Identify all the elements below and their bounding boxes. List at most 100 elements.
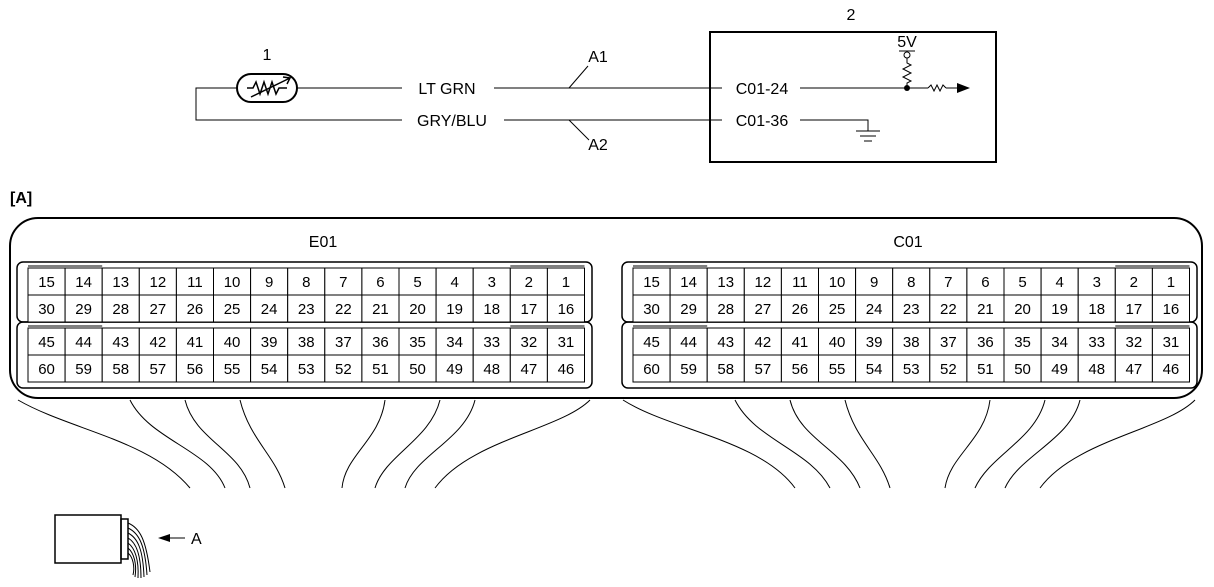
pin-number: 42 bbox=[755, 334, 772, 351]
connector-name-c01: C01 bbox=[893, 234, 922, 251]
pin-number: 39 bbox=[866, 334, 883, 351]
pin-cell bbox=[138, 327, 177, 356]
module-number: 2 bbox=[847, 7, 856, 24]
pin-cell bbox=[1040, 294, 1079, 323]
pin-number: 55 bbox=[829, 361, 846, 378]
pin-cell bbox=[435, 294, 474, 323]
pin-cell bbox=[855, 327, 894, 356]
pin-number: 30 bbox=[643, 301, 660, 318]
pin-number: 4 bbox=[1055, 274, 1063, 291]
pin-cell bbox=[398, 354, 437, 383]
pin-number: 51 bbox=[977, 361, 994, 378]
pin-number: 2 bbox=[1130, 274, 1138, 291]
pin-number: 48 bbox=[1088, 361, 1105, 378]
voltage-label: 5V bbox=[897, 34, 917, 51]
pin-cell bbox=[27, 327, 66, 356]
pin-cell bbox=[101, 267, 140, 296]
pin-cell bbox=[250, 294, 289, 323]
pin-cell bbox=[1040, 327, 1079, 356]
pin-cell bbox=[1077, 267, 1116, 296]
schematic: 1 LT GRN A1 GRY/BLU A2 2 C01-24 C01-36 5… bbox=[195, 7, 997, 163]
pin-cell bbox=[546, 294, 586, 323]
thermistor-zigzag-icon bbox=[247, 79, 287, 97]
pin-number: 9 bbox=[265, 274, 273, 291]
pin-cell bbox=[138, 354, 177, 383]
pin-number: 10 bbox=[224, 274, 241, 291]
pin-number: 34 bbox=[446, 334, 463, 351]
pin-cell bbox=[1151, 267, 1191, 296]
pin-cell bbox=[669, 267, 708, 296]
pin-number: 18 bbox=[1088, 301, 1105, 318]
pin-number: 60 bbox=[38, 361, 55, 378]
pin-cell bbox=[287, 267, 326, 296]
pin-number: 53 bbox=[903, 361, 920, 378]
pin-number: 57 bbox=[150, 361, 167, 378]
pin-cell bbox=[632, 267, 671, 296]
pin-cell bbox=[855, 267, 894, 296]
pin-cell bbox=[175, 294, 214, 323]
bundle-wire bbox=[974, 399, 1046, 489]
pin-cell bbox=[398, 267, 437, 296]
pin-number: 16 bbox=[558, 301, 575, 318]
pin-number: 29 bbox=[75, 301, 92, 318]
pin-number: 22 bbox=[940, 301, 957, 318]
pin-number: 28 bbox=[112, 301, 129, 318]
pin-number: 17 bbox=[1126, 301, 1143, 318]
pointer-label: A bbox=[191, 531, 202, 548]
pin-cell bbox=[855, 354, 894, 383]
bundle-wire bbox=[239, 399, 286, 489]
pin-number: 6 bbox=[376, 274, 384, 291]
control-module-box bbox=[709, 31, 997, 163]
pin-cell bbox=[509, 354, 548, 383]
pin-cell bbox=[435, 327, 474, 356]
pin-cell bbox=[892, 267, 931, 296]
pin-number: 23 bbox=[298, 301, 315, 318]
pin-number: 22 bbox=[335, 301, 352, 318]
pin-cell bbox=[1040, 354, 1079, 383]
pin-number: 14 bbox=[680, 274, 697, 291]
pin-cell bbox=[213, 354, 252, 383]
pin-number: 35 bbox=[409, 334, 426, 351]
pin-cell bbox=[1003, 294, 1042, 323]
pin-number: 8 bbox=[302, 274, 310, 291]
pin-number: 43 bbox=[717, 334, 734, 351]
pin-number: 6 bbox=[981, 274, 989, 291]
pin-number: 1 bbox=[1167, 274, 1175, 291]
pin-cell bbox=[706, 327, 745, 356]
pin-cell bbox=[780, 294, 820, 323]
bundle-wire bbox=[129, 399, 226, 489]
pin-cell bbox=[1114, 294, 1153, 323]
pin-cell bbox=[1040, 267, 1079, 296]
pin-number: 34 bbox=[1051, 334, 1068, 351]
pin-number: 58 bbox=[717, 361, 734, 378]
pin-number: 19 bbox=[1051, 301, 1068, 318]
pin-cell bbox=[435, 354, 474, 383]
pin-number: 48 bbox=[483, 361, 500, 378]
thermistor-arrow-icon bbox=[250, 77, 291, 98]
connector-name-e01: E01 bbox=[309, 234, 338, 251]
pin-number: 11 bbox=[792, 274, 808, 291]
pin-number: 58 bbox=[112, 361, 129, 378]
signal-arrow-icon bbox=[957, 83, 970, 93]
pin-number: 45 bbox=[643, 334, 660, 351]
pin-cell bbox=[929, 354, 968, 383]
connector-housing bbox=[9, 217, 1203, 399]
pullup-resistor-icon bbox=[901, 58, 913, 88]
pin-number: 3 bbox=[1093, 274, 1101, 291]
pin-number: 23 bbox=[903, 301, 920, 318]
pin-number: 15 bbox=[38, 274, 55, 291]
bundle-wire bbox=[404, 399, 476, 489]
pin-number: 13 bbox=[112, 274, 129, 291]
pin-number: 55 bbox=[224, 361, 241, 378]
pin-number: 37 bbox=[940, 334, 957, 351]
pin-number: 42 bbox=[150, 334, 167, 351]
pin-cell bbox=[27, 294, 66, 323]
pin-number: 33 bbox=[483, 334, 500, 351]
pin-number: 27 bbox=[150, 301, 167, 318]
pin-cell bbox=[892, 294, 931, 323]
pin-number: 21 bbox=[372, 301, 389, 318]
pin-number: 38 bbox=[903, 334, 920, 351]
pin-cell bbox=[706, 267, 745, 296]
pin-number: 2 bbox=[525, 274, 533, 291]
